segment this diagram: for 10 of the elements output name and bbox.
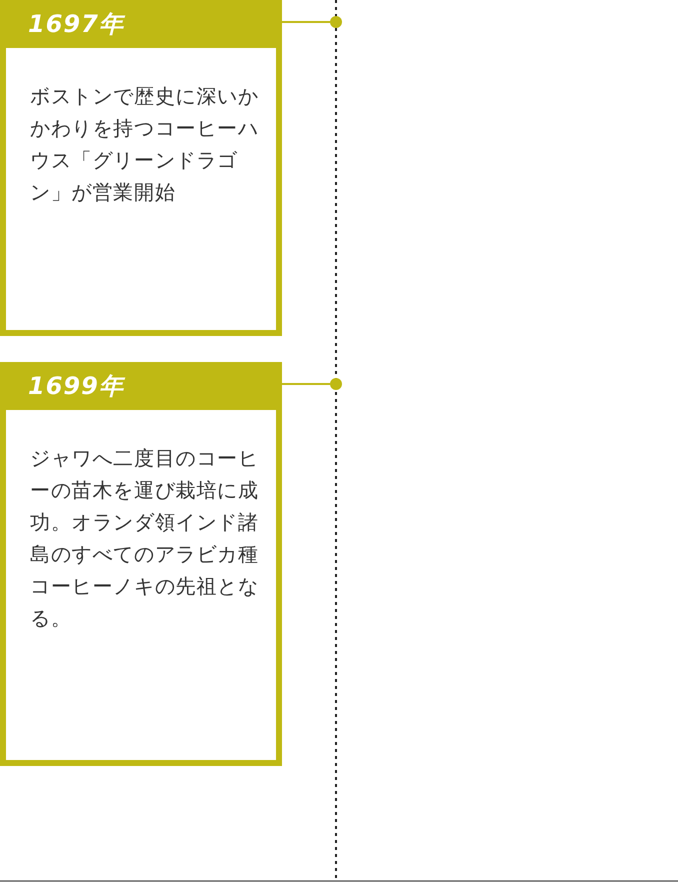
event-card <box>0 362 282 766</box>
timeline-dot <box>330 16 342 28</box>
year-label: 1699年 <box>28 372 124 400</box>
timeline-dot <box>330 378 342 390</box>
connector-line <box>282 383 330 385</box>
year-label: 1697年 <box>28 10 124 38</box>
connector-line <box>282 21 330 23</box>
event-description: ボストンで歴史に深いかかわりを持つコーヒーハウス「グリーンドラゴン」が営業開始 <box>30 83 260 206</box>
event-description: ジャワへ二度目のコーヒーの苗木を運び栽培に成功。オランダ領インド諸島のすべてのアラビカ種コーヒーノキの先祖となる。 <box>30 445 260 632</box>
event-card <box>0 0 282 336</box>
